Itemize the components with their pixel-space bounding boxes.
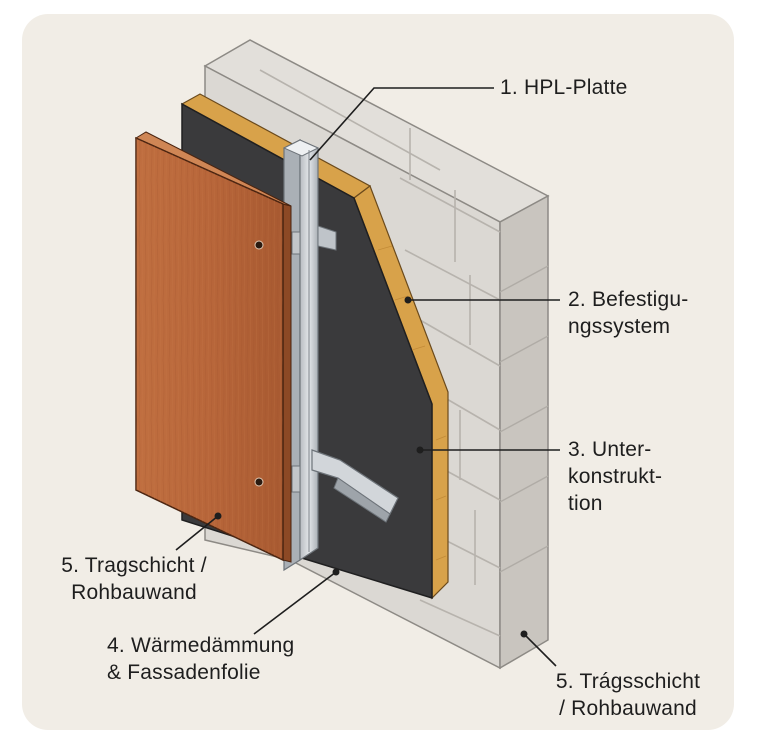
hpl-panel (134, 131, 292, 563)
label-befestigungssystem: 2. Befestigu- ngssystem (568, 288, 689, 338)
label-unterkonstruktion: 3. Unter- konstrukt- tion (568, 438, 663, 515)
leader-dots (214, 296, 528, 638)
label-hpl-platte: 1. HPL-Platte (500, 76, 628, 99)
label-waermedaemmung: 4. Wärmedämmung & Fassadenfolie (107, 634, 295, 684)
leader-lines (175, 87, 560, 667)
label-tragschicht-right: 5. Trágsschicht / Rohbauwand (555, 670, 701, 720)
label-tragschicht-left: 5. Tragschicht / Rohbauwand (61, 554, 207, 604)
